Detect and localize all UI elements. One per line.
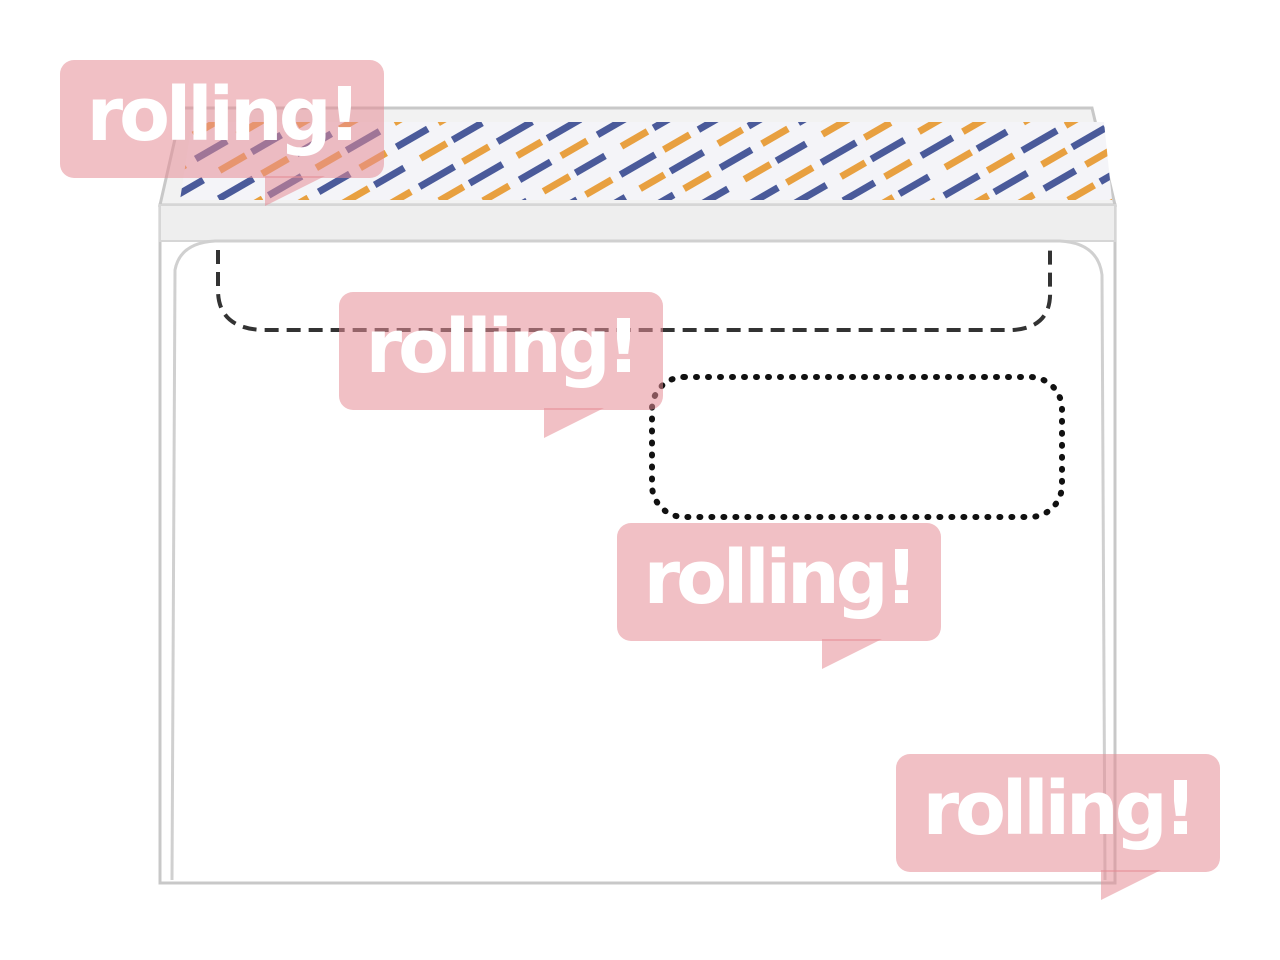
watermark-text: rolling! (643, 535, 919, 621)
watermark-text: rolling! (365, 304, 641, 390)
inner-pocket-outline (170, 239, 1107, 881)
watermark-text: rolling! (922, 766, 1198, 852)
security-strip (180, 122, 1112, 200)
watermark-badge: rolling! (617, 523, 941, 669)
flap-fold-band (159, 204, 1116, 242)
adhesive-dashed-line (216, 250, 1053, 332)
watermark-badge: rolling! (896, 754, 1220, 900)
address-window-dotted (649, 374, 1065, 520)
watermark-badge: rolling! (339, 292, 663, 438)
watermark-text: rolling! (86, 72, 362, 158)
watermark-badge: rolling! (60, 60, 384, 206)
